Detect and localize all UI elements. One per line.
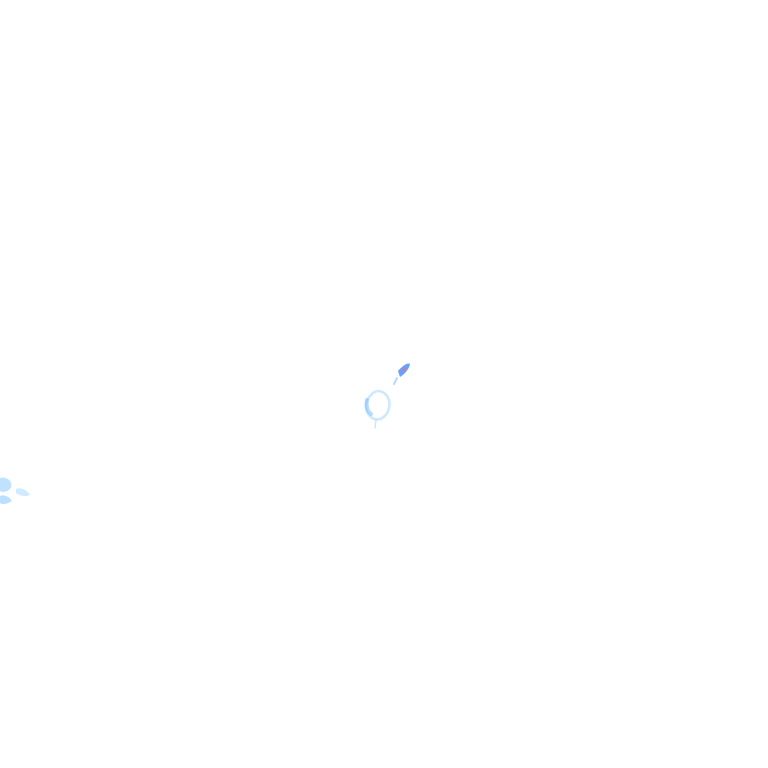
blue-pin-marker-icon <box>393 363 410 385</box>
balloon-outline-icon <box>364 389 391 429</box>
edge-blue-splash-icon <box>0 477 30 505</box>
